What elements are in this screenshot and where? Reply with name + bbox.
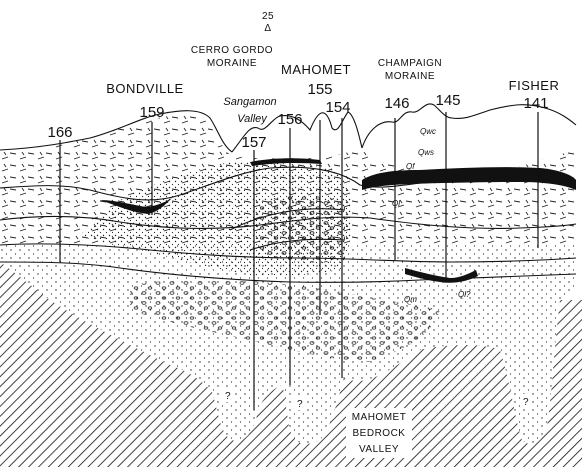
index-triangle-icon: Δ xyxy=(264,23,271,34)
well-156: 156 xyxy=(277,111,302,128)
unit-qwc: Qwc xyxy=(420,127,436,136)
well-154: 154 xyxy=(325,99,350,116)
bondville-label: BONDVILLE xyxy=(106,81,183,96)
index-number: 25 xyxy=(262,11,274,22)
well-159: 159 xyxy=(139,104,164,121)
bedrock-label-2: BEDROCK xyxy=(353,428,406,439)
unit-ql-query: Ql? xyxy=(458,290,471,299)
champaign-label-2: MORAINE xyxy=(385,71,435,82)
bedrock-label-1: MAHOMET xyxy=(352,412,407,423)
well-166: 166 xyxy=(47,124,72,141)
well-141: 141 xyxy=(523,95,548,112)
mahomet-label: MAHOMET xyxy=(281,62,351,77)
unit-qws: Qws xyxy=(418,148,434,157)
valley-label: Valley xyxy=(237,113,268,125)
well-145: 145 xyxy=(435,92,460,109)
unit-qf: Qf xyxy=(406,162,415,171)
cerro-gordo-label-2: MORAINE xyxy=(207,58,257,69)
cerro-gordo-label: CERRO GORDO xyxy=(191,45,273,56)
unit-ql: Ql xyxy=(392,199,400,208)
fisher-label: FISHER xyxy=(509,78,560,93)
unknown-label-2: ? xyxy=(297,399,303,410)
unknown-label-3: ? xyxy=(523,397,529,408)
champaign-label: CHAMPAIGN xyxy=(378,58,442,69)
bedrock-label-3: VALLEY xyxy=(359,444,399,455)
well-146: 146 xyxy=(384,95,409,112)
well-157: 157 xyxy=(241,134,266,151)
unknown-label-1: ? xyxy=(225,391,231,402)
sangamon-label: Sangamon xyxy=(223,96,276,108)
well-155: 155 xyxy=(307,81,332,98)
outwash-ovals xyxy=(260,196,345,262)
unit-qm: Qm xyxy=(404,295,417,304)
